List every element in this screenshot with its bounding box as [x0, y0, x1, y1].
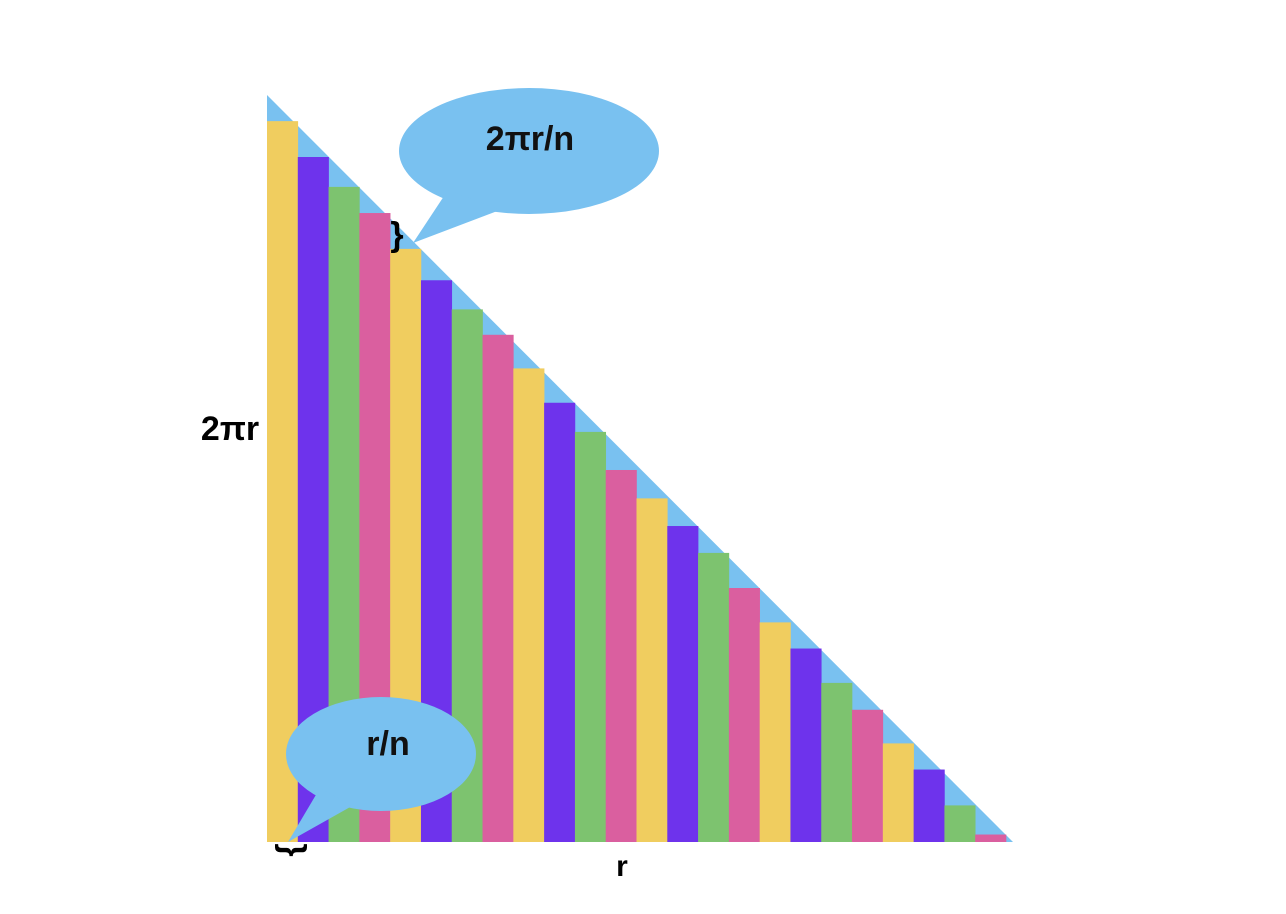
brace-bottom: }	[274, 843, 312, 856]
bar-12	[605, 469, 637, 842]
bar-13	[636, 498, 668, 842]
bar-8	[482, 334, 514, 842]
bar-17	[759, 622, 791, 842]
bar-9	[513, 368, 545, 842]
bar-24	[975, 834, 1007, 842]
bar-21	[882, 743, 914, 842]
brace-top: }	[390, 216, 403, 254]
bar-height-callout: 2πr/n	[399, 88, 659, 243]
bar-18	[790, 648, 822, 842]
bar-16	[728, 588, 760, 842]
bar-22	[913, 769, 945, 842]
bar-height-callout-text: 2πr/n	[486, 120, 574, 158]
bar-width-callout: r/n	[286, 697, 476, 842]
bar-width-callout-text: r/n	[366, 725, 409, 763]
bar-11	[574, 431, 607, 842]
height-label: 2πr	[201, 410, 259, 448]
bar-15	[698, 552, 730, 842]
base-label: r	[616, 850, 628, 883]
bar-19	[821, 682, 853, 842]
bar-20	[852, 709, 884, 842]
bar-23	[944, 805, 976, 842]
bar-10	[544, 402, 576, 842]
bar-14	[667, 526, 699, 842]
bar-1	[267, 121, 299, 842]
